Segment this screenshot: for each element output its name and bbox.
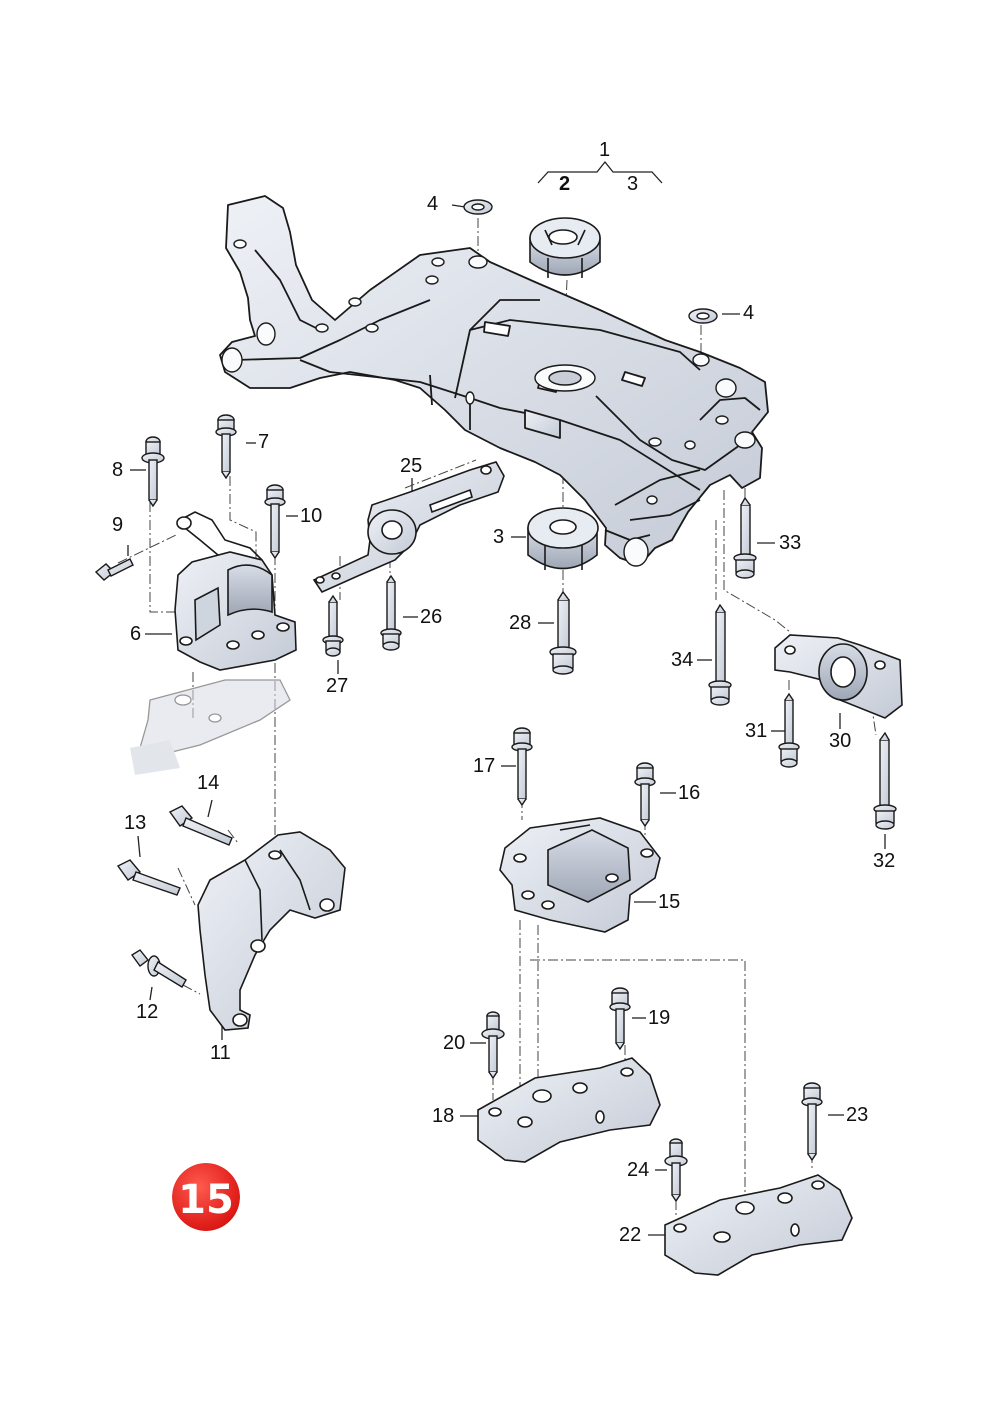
callout-32: 32 [873, 850, 896, 872]
bolt-26 [380, 574, 402, 651]
badge-label: 15 [178, 1177, 234, 1223]
badge-circle [172, 1163, 240, 1231]
callout-17: 17 [473, 755, 496, 777]
bracket-11 [197, 831, 346, 1031]
callout-7: 7 [258, 431, 270, 453]
subframe-holes [221, 239, 756, 567]
callout-1: 1 [599, 139, 611, 161]
callout-2: 2 [559, 173, 571, 195]
bolt-24 [664, 1138, 688, 1203]
page-badge: 15 [172, 1163, 240, 1231]
bushing-3 [527, 507, 599, 570]
callout-30: 30 [829, 730, 852, 752]
callout-27: 27 [326, 675, 349, 697]
washer-4 [463, 199, 718, 324]
gearbox-mount-15 [499, 817, 661, 933]
callout-23: 23 [846, 1104, 869, 1126]
callout-8: 8 [112, 459, 124, 481]
callout-22: 22 [619, 1224, 642, 1246]
console-18 [477, 1057, 661, 1163]
subframe [219, 195, 769, 566]
bolt-7 [215, 414, 237, 480]
bolt-23 [801, 1082, 823, 1162]
bolt-28 [549, 590, 577, 675]
callout-4-left: 4 [427, 193, 439, 215]
callout-16: 16 [678, 782, 701, 804]
bolt-31 [778, 692, 800, 768]
bolt-12 [130, 949, 187, 988]
callout-14: 14 [197, 772, 220, 794]
callout-28: 28 [509, 612, 532, 634]
bolts [94, 414, 897, 1203]
bolt-14 [168, 805, 233, 846]
bolt-19 [609, 987, 631, 1051]
bolt-33 [733, 496, 757, 579]
bolt-17 [511, 727, 533, 807]
callout-12: 12 [136, 1001, 159, 1023]
callout-19: 19 [648, 1007, 671, 1029]
callout-26: 26 [420, 606, 443, 628]
callout-3-lower: 3 [493, 526, 505, 548]
callout-25: 25 [400, 455, 423, 477]
console-22 [664, 1174, 853, 1276]
bolt-10 [264, 484, 286, 560]
bolt-32 [873, 731, 897, 830]
callout-33: 33 [779, 532, 802, 554]
bolt-8 [141, 436, 165, 508]
bolt-16 [634, 762, 656, 828]
bolt-9 [94, 558, 134, 581]
callout-3: 3 [627, 173, 639, 195]
callout-6: 6 [130, 623, 142, 645]
callout-15: 15 [658, 891, 681, 913]
callout-18: 18 [432, 1105, 455, 1127]
callout-34: 34 [671, 649, 694, 671]
bolt-20 [481, 1011, 505, 1080]
bolt-13 [116, 859, 181, 896]
callout-31: 31 [745, 720, 768, 742]
body-plate [130, 679, 291, 775]
callout-9: 9 [112, 514, 124, 536]
bracket-30 [774, 634, 903, 719]
callout-13: 13 [124, 812, 147, 834]
callout-10: 10 [300, 505, 323, 527]
callout-11: 11 [210, 1042, 231, 1064]
leader-lines [127, 160, 886, 1236]
callout-24: 24 [627, 1159, 650, 1181]
bolt-27 [322, 594, 344, 657]
bolt-34 [708, 603, 732, 706]
pendulum-support-25 [312, 461, 505, 594]
engine-mount-6 [174, 511, 297, 671]
callout-4-right: 4 [743, 302, 755, 324]
bushing-2 [529, 217, 601, 278]
callout-20: 20 [443, 1032, 466, 1054]
